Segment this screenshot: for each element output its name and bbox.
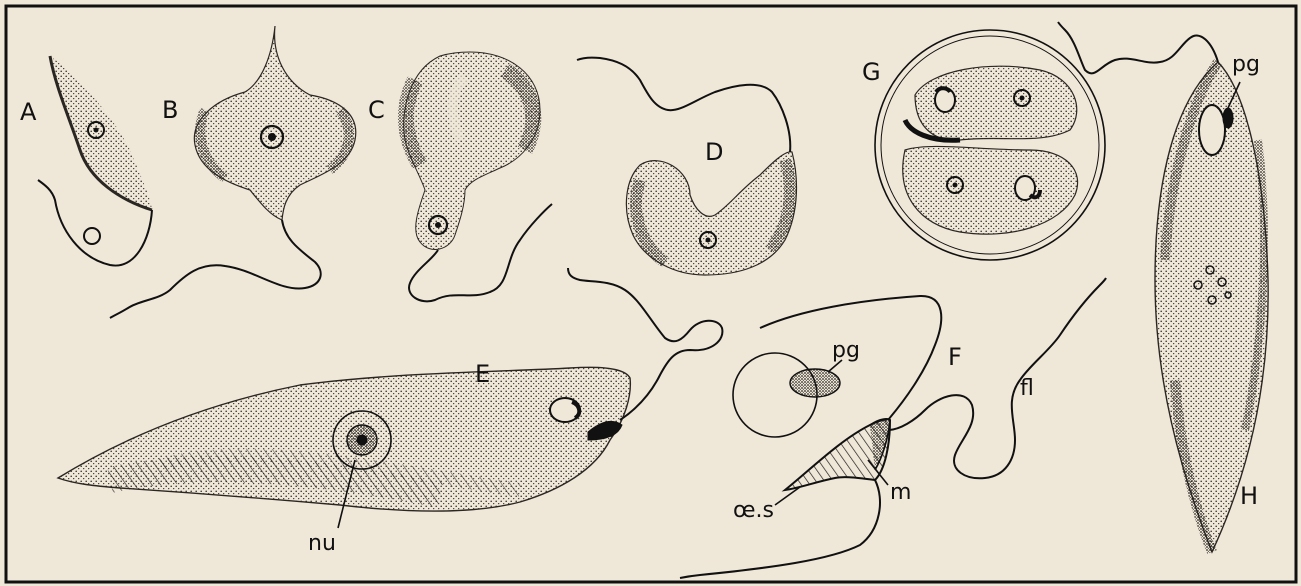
label-g: G bbox=[862, 60, 881, 84]
cell-a bbox=[38, 56, 152, 266]
label-oesophagus: œ.s bbox=[733, 500, 774, 522]
cell-d bbox=[577, 58, 796, 275]
cell-g bbox=[875, 30, 1105, 260]
label-pg-h: pg bbox=[1232, 54, 1260, 76]
label-e: E bbox=[475, 362, 490, 386]
cell-e bbox=[58, 268, 722, 528]
label-fl: fl bbox=[1020, 378, 1034, 400]
label-c: C bbox=[368, 98, 385, 122]
label-a: A bbox=[20, 100, 36, 124]
label-pg-f: pg bbox=[832, 340, 860, 362]
cell-c bbox=[404, 52, 552, 301]
label-b: B bbox=[162, 98, 178, 122]
cell-b bbox=[110, 26, 356, 318]
label-f: F bbox=[948, 345, 962, 369]
label-h: H bbox=[1240, 484, 1258, 508]
label-d: D bbox=[705, 140, 723, 164]
plate-border bbox=[6, 6, 1296, 582]
cell-f bbox=[680, 278, 1106, 578]
label-nu: nu bbox=[308, 533, 336, 555]
label-m: m bbox=[890, 482, 911, 504]
